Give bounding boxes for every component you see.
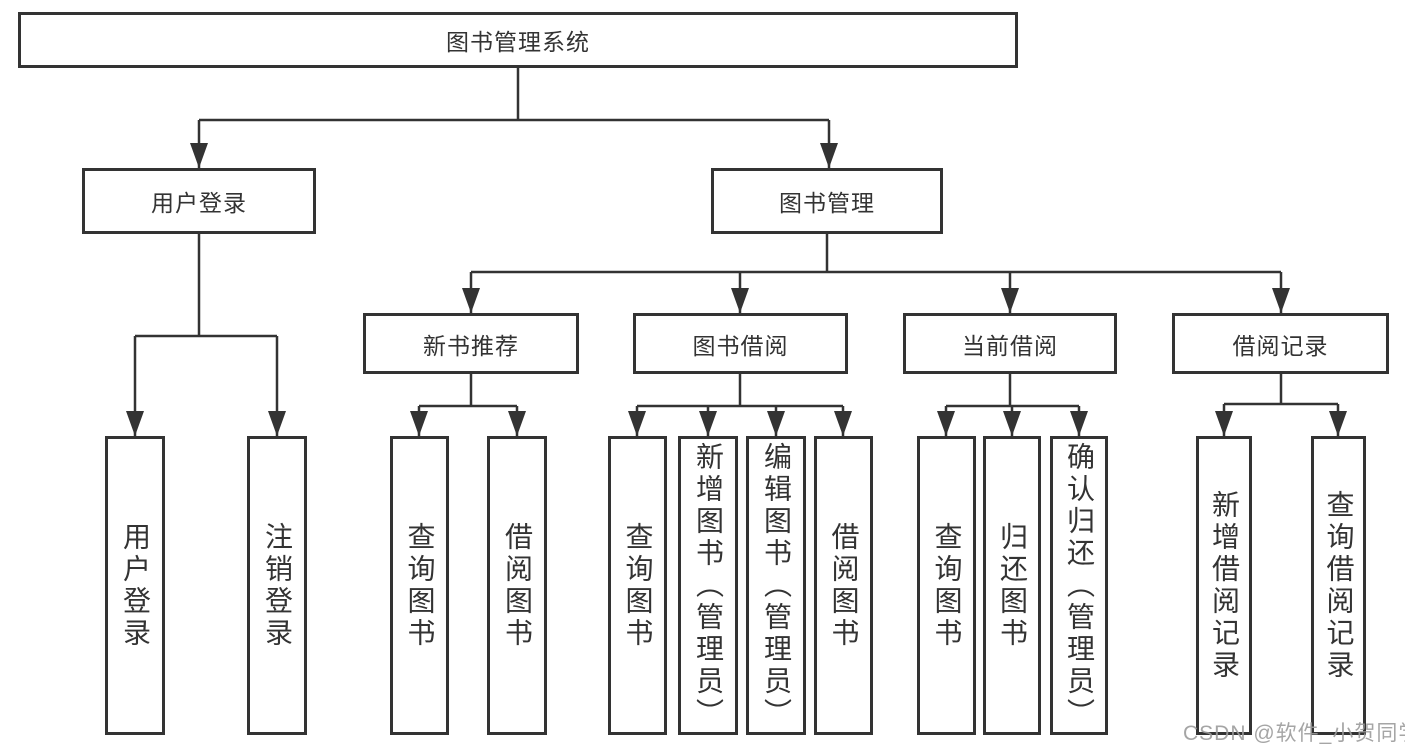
node-root-system: 图书管理系统 [18,12,1018,68]
leaf-user-login: 用户登录 [105,436,165,735]
leaf-borrow-book: 借阅图书 [814,436,873,735]
node-book-borrow: 图书借阅 [633,313,848,374]
node-borrow-records: 借阅记录 [1172,313,1389,374]
node-book-management: 图书管理 [711,168,943,234]
leaf-recommend-query-book: 查询图书 [390,436,449,735]
node-user-login-branch: 用户登录 [82,168,316,234]
leaf-current-query-book: 查询图书 [917,436,976,735]
tree-edges [133,68,1340,436]
node-current-borrow: 当前借阅 [903,313,1117,374]
csdn-watermark: CSDN @软件_小贺同学 [1183,722,1405,745]
leaf-return-book: 归还图书 [983,436,1041,735]
leaf-logout: 注销登录 [247,436,307,735]
leaf-recommend-borrow-book: 借阅图书 [487,436,547,735]
leaf-query-borrow-record: 查询借阅记录 [1311,436,1366,735]
leaf-confirm-return-admin: 确认归还（管理员） [1050,436,1108,735]
leaf-borrow-query-book: 查询图书 [608,436,667,735]
leaf-add-book-admin: 新增图书（管理员） [678,436,738,735]
node-new-book-recommend: 新书推荐 [363,313,579,374]
arrowhead-icons [126,143,1347,436]
leaf-edit-book-admin: 编辑图书（管理员） [746,436,806,735]
leaf-add-borrow-record: 新增借阅记录 [1196,436,1252,735]
